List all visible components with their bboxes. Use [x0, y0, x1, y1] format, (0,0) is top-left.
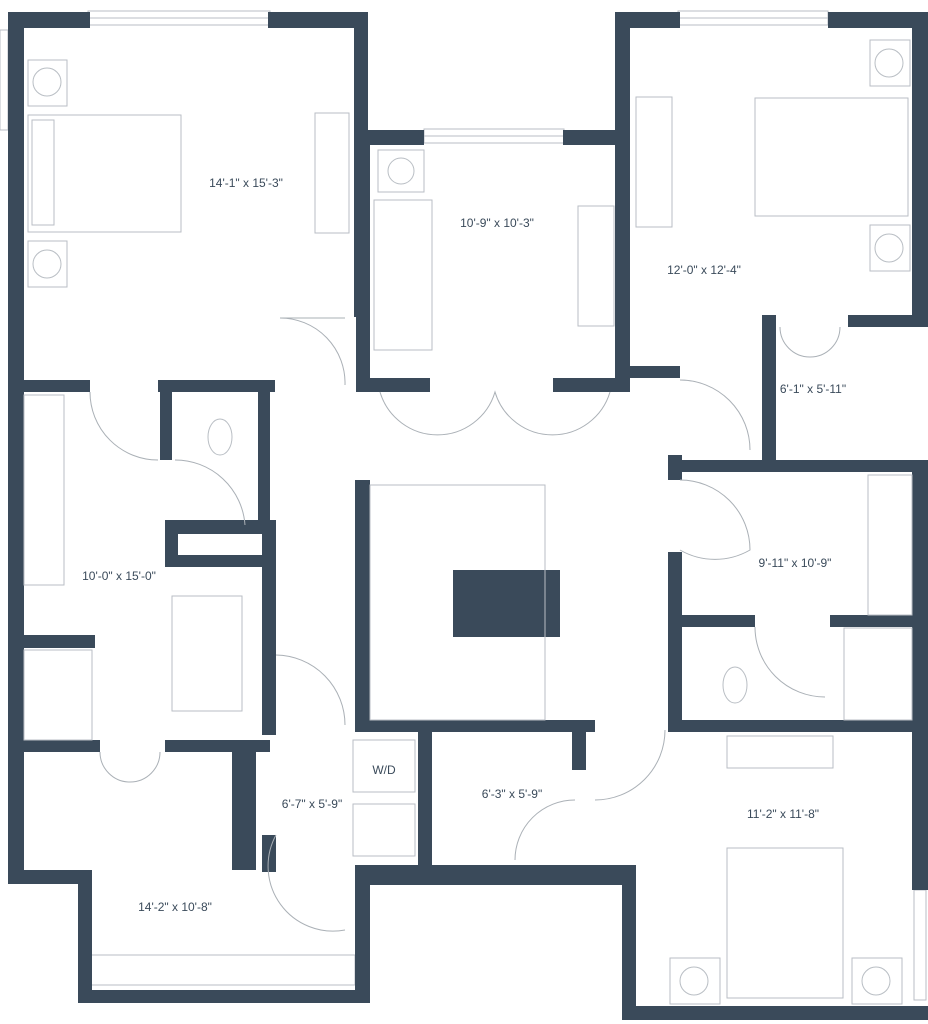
- washer-dryer-label: W/D: [372, 763, 396, 777]
- room-label: 11'-2" x 11'-8": [747, 807, 819, 821]
- room-label: 12'-0" x 12'-4": [667, 263, 741, 277]
- room-label: 10'-0" x 15'-0": [82, 569, 156, 583]
- room-label: 10'-9" x 10'-3": [460, 216, 534, 230]
- walls: [8, 12, 928, 1020]
- room-label: 6'-3" x 5'-9": [482, 787, 542, 801]
- room-labels: 14'-1" x 15'-3" 10'-9" x 10'-3" 12'-0" x…: [82, 176, 846, 914]
- door-swings: [89, 317, 841, 932]
- furniture: [23, 39, 913, 1005]
- room-label: 6'-7" x 5'-9": [282, 797, 342, 811]
- room-label: 6'-1" x 5'-11": [780, 382, 846, 396]
- room-label: 14'-1" x 15'-3": [209, 176, 283, 190]
- room-label: 14'-2" x 10'-8": [138, 900, 212, 914]
- room-label: 9'-11" x 10'-9": [759, 556, 832, 570]
- windows: [0, 10, 927, 1001]
